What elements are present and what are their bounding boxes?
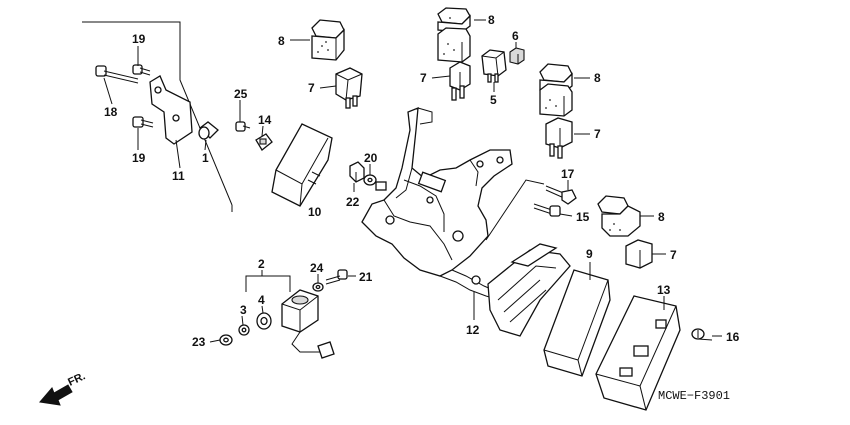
callout-20: 20	[364, 151, 378, 165]
callout-12: 12	[466, 323, 480, 337]
callout-2: 2	[258, 257, 265, 271]
relay-7-top-center	[449, 61, 471, 101]
callout-7-right: 7	[670, 248, 677, 262]
callout-24: 24	[310, 261, 324, 275]
callout-14: 14	[258, 113, 272, 127]
relay-7-top-right	[545, 117, 573, 159]
bolt-19-bottom	[132, 116, 154, 128]
callout-7-top-right: 7	[594, 127, 601, 141]
callout-16: 16	[726, 330, 740, 344]
direction-label: FR.	[66, 370, 87, 388]
grommet-4	[256, 312, 272, 330]
bolt-18	[95, 65, 139, 84]
callout-25: 25	[234, 87, 248, 101]
bolt-23	[219, 334, 233, 346]
collar-3	[238, 324, 250, 336]
washer-20	[363, 174, 377, 186]
callout-22: 22	[346, 195, 360, 209]
callout-19-bottom: 19	[132, 151, 146, 165]
screw-16	[691, 328, 713, 341]
relay-8-top-right	[539, 63, 573, 117]
callout-10: 10	[308, 205, 322, 219]
relay-8-top-center	[437, 7, 471, 63]
sensor-2	[281, 289, 335, 359]
callout-8-top-left: 8	[278, 34, 285, 48]
fuse-6	[509, 47, 525, 65]
unit-9	[543, 269, 611, 377]
callout-4: 4	[258, 293, 265, 307]
callout-5: 5	[490, 93, 497, 107]
callout-18: 18	[104, 105, 118, 119]
callout-8-top-right: 8	[594, 71, 601, 85]
bracket-11	[149, 75, 193, 145]
callout-6: 6	[512, 29, 519, 43]
relay-8-top-left	[311, 19, 345, 61]
callout-15: 15	[576, 210, 590, 224]
callout-23: 23	[192, 335, 206, 349]
callout-21: 21	[359, 270, 373, 284]
callout-11: 11	[172, 169, 185, 183]
bolt-15	[533, 203, 561, 217]
relay-7-right	[625, 239, 653, 269]
relay-5	[481, 49, 507, 83]
bolt-17	[545, 185, 577, 205]
callout-19-top: 19	[132, 32, 146, 46]
bolt-21	[325, 269, 348, 285]
diagram-code: MCWE−F3901	[658, 389, 730, 403]
bracket-assembly	[95, 64, 219, 145]
callout-7-top-left: 7	[308, 81, 315, 95]
callout-9: 9	[586, 247, 593, 261]
callout-3: 3	[240, 303, 247, 317]
nut-22	[349, 161, 365, 183]
bolt-19-top	[132, 64, 151, 76]
module-10	[271, 123, 333, 207]
callout-8-right: 8	[658, 210, 665, 224]
unit-13	[595, 295, 681, 411]
callout-17: 17	[561, 167, 575, 181]
module-10-assembly	[235, 121, 333, 207]
washer-24	[312, 282, 324, 292]
collar-1	[198, 121, 219, 140]
callout-13: 13	[657, 283, 671, 297]
callout-1: 1	[202, 151, 209, 165]
frame-12	[361, 107, 571, 337]
leader-lines	[103, 19, 722, 343]
front-direction-arrow: FR.	[39, 370, 87, 406]
frame-leader-line	[485, 179, 545, 241]
callout-8-top-center: 8	[488, 13, 495, 27]
callout-labels: 19 18 19 11 1 25 14 10 8 7 8 6 7 5 8 7 2…	[104, 13, 740, 349]
relay-8-right	[597, 195, 641, 237]
relay-7-top-left	[335, 67, 363, 109]
callout-7-top-center: 7	[420, 71, 427, 85]
screw-25	[235, 121, 251, 132]
